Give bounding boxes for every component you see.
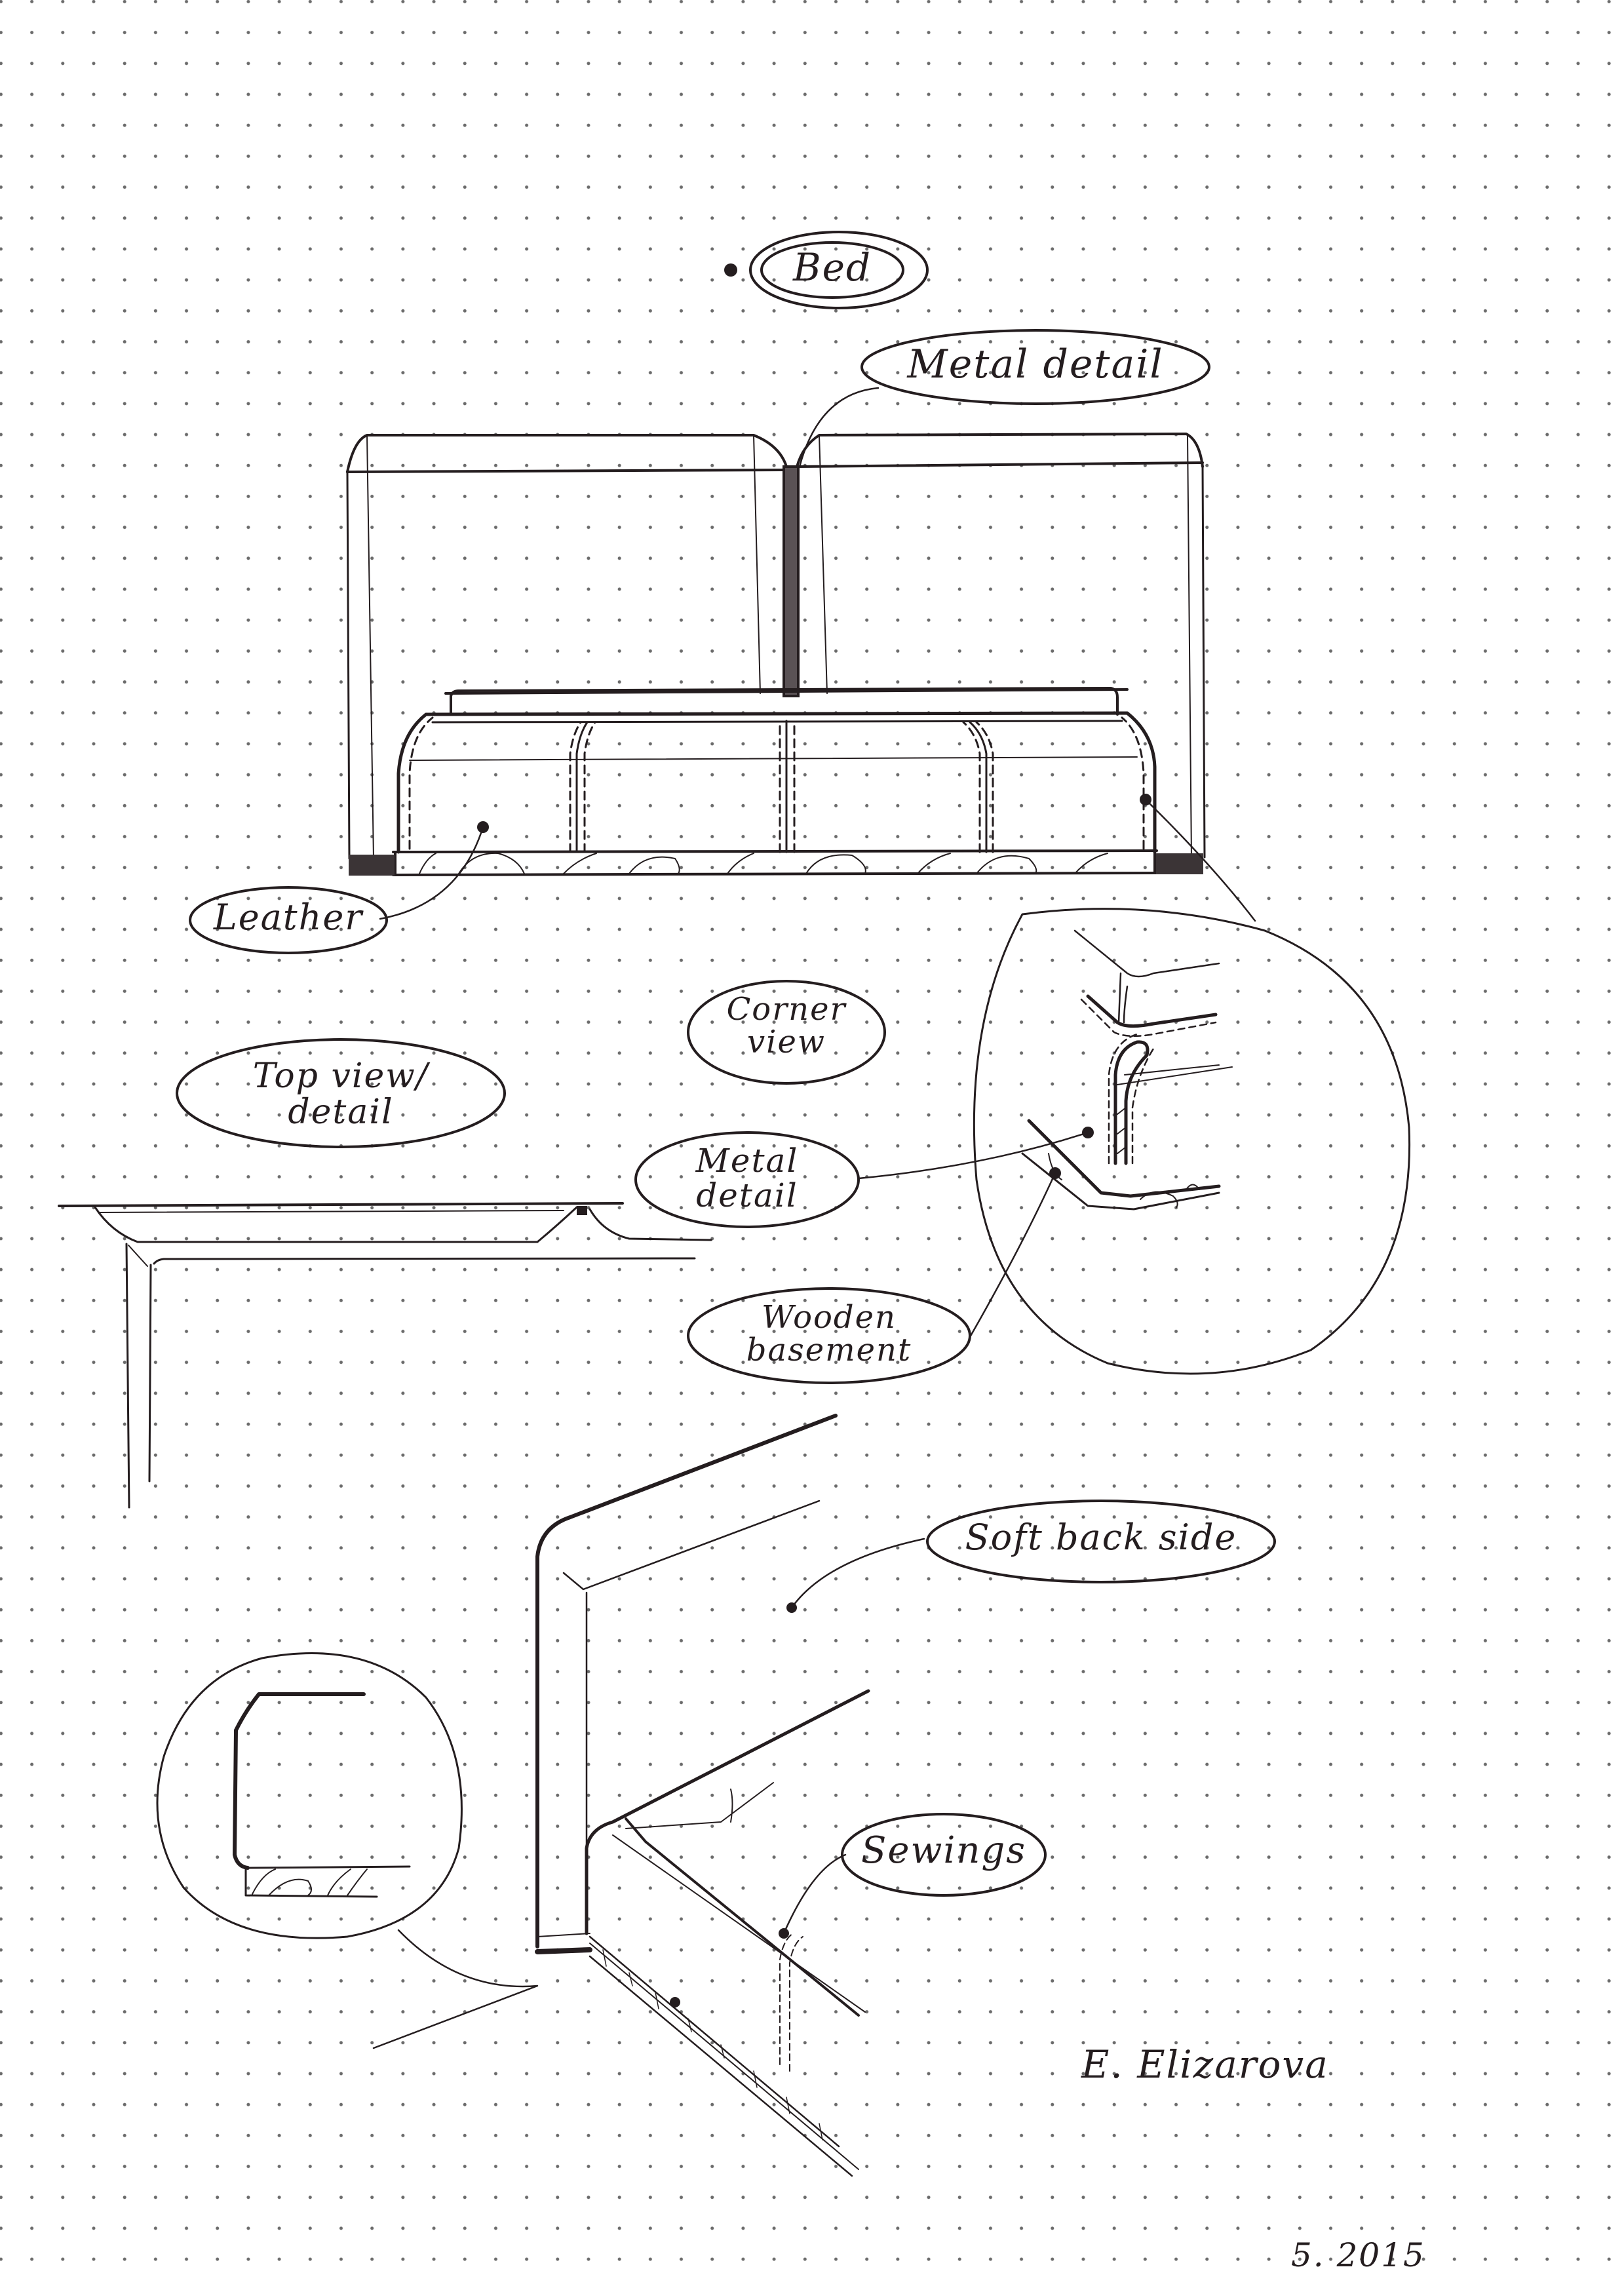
sewings-bubble <box>841 1813 1047 1897</box>
title-bubble <box>724 231 929 309</box>
top-view-detail-label: Top view/ detail <box>252 1056 429 1132</box>
author-signature: E. Elizarova <box>1081 2042 1329 2087</box>
title-label: Bed <box>792 245 872 290</box>
metal-detail-mid-bubble <box>634 1131 860 1228</box>
top-view-bubble <box>176 1038 506 1148</box>
date-signature: 5. 2015 <box>1291 2236 1425 2274</box>
metal-detail-leader-line-2 <box>857 1131 1089 1180</box>
leather-bubble <box>189 886 388 954</box>
corner-leader-line <box>1144 798 1256 922</box>
wooden-basement-label: Wooden basement <box>746 1299 912 1369</box>
corner-view-label: Corner view <box>726 991 847 1061</box>
corner-view-detail <box>973 908 1411 1375</box>
wooden-basement-leader-line <box>969 1172 1056 1338</box>
soft-back-side-bubble <box>926 1500 1276 1583</box>
metal-detail-mid-label: Metal detail <box>695 1142 799 1214</box>
bullet-icon <box>724 263 737 277</box>
section-detail <box>156 1652 539 2049</box>
soft-back-side-label: Soft back side <box>965 1517 1237 1558</box>
corner-view-bubble <box>687 980 886 1085</box>
leather-leader-line <box>379 826 484 920</box>
metal-detail-bubble <box>860 329 1210 405</box>
metal-detail-leader-line <box>798 387 880 468</box>
section-leader-line <box>372 1929 539 2049</box>
soft-back-leader-line <box>790 1538 925 1609</box>
front-view-bed <box>346 433 1206 876</box>
sewings-leader-line <box>783 1853 847 1935</box>
sewings-label: Sewings <box>861 1829 1026 1872</box>
leather-label: Leather <box>213 897 364 938</box>
top-view-detail <box>58 1202 712 1509</box>
metal-detail-label: Metal detail <box>907 341 1164 387</box>
perspective-headboard <box>535 1414 925 2177</box>
